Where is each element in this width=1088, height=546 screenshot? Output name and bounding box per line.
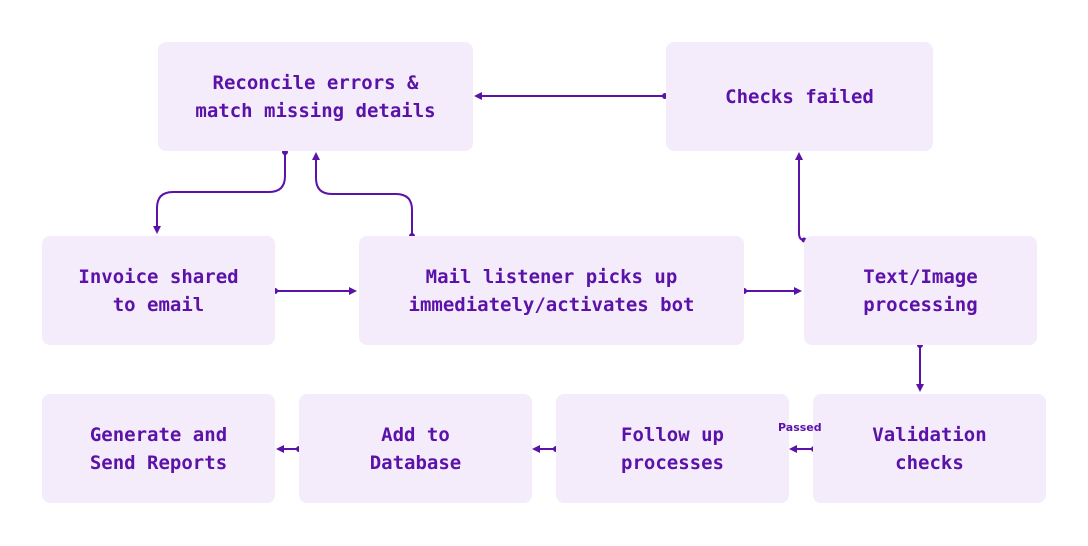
node-add-database: Add to Database: [299, 394, 532, 503]
node-validation: Validation checks: [813, 394, 1046, 503]
node-text-image: Text/Image processing: [804, 236, 1037, 345]
edge-reconcile-to-invoice: [153, 152, 286, 234]
edge-label-passed: Passed: [778, 421, 822, 434]
node-invoice: Invoice shared to email: [42, 236, 275, 345]
node-reconcile: Reconcile errors & match missing details: [158, 42, 473, 151]
node-follow-up: Follow up processes: [556, 394, 789, 503]
edge-mail-to-reconcile: [312, 152, 413, 236]
node-reports: Generate and Send Reports: [42, 394, 275, 503]
node-mail-listener: Mail listener picks up immediately/activ…: [359, 236, 744, 345]
edge-text-image-to-checks-failed: [795, 152, 805, 241]
node-checks-failed: Checks failed: [666, 42, 933, 151]
